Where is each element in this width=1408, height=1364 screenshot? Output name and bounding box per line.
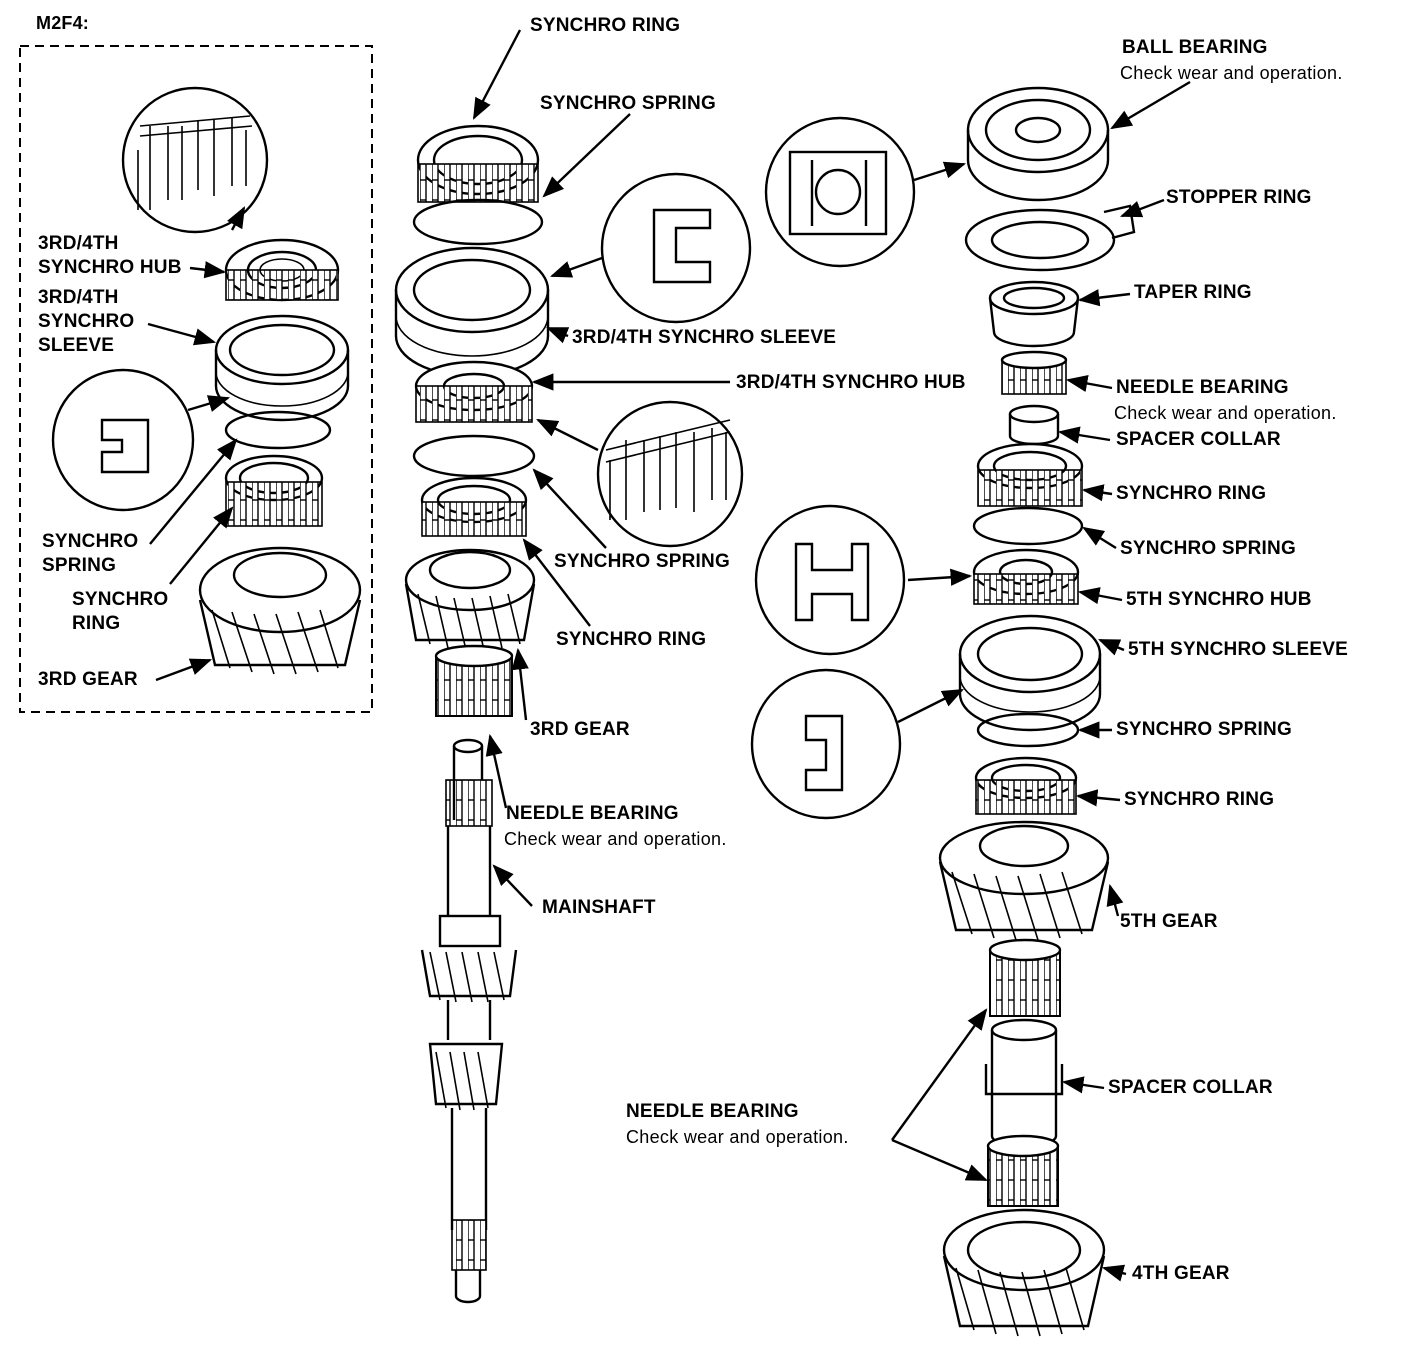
main-synchro-sleeve: [394, 246, 550, 378]
inset-title: M2F4:: [36, 13, 90, 33]
main-needle-bearing: [434, 644, 514, 717]
right-5th-hub-label: 5TH SYNCHRO HUB: [1126, 589, 1312, 610]
right-spacer-collar-low: [984, 1018, 1064, 1148]
main-synchro-ring-top-label: SYNCHRO RING: [530, 15, 681, 36]
right-synchro-ring-top-label: SYNCHRO RING: [1116, 483, 1267, 504]
mainshaft-body: [420, 738, 518, 1304]
right-needle-bearing-low-label: NEEDLE BEARING: [626, 1101, 799, 1122]
main-hub-label: 3RD/4TH SYNCHRO HUB: [736, 372, 966, 393]
right-ball-bearing-note: Check wear and operation.: [1120, 63, 1343, 83]
right-taper-ring-label: TAPER RING: [1134, 282, 1252, 303]
main-3rd-gear: [404, 548, 536, 651]
main-hub-detail-circle: [536, 400, 744, 548]
right-5th-gear: [938, 820, 1110, 941]
inset-synchro-hub: [224, 238, 340, 302]
right-synchro-spring-top: [972, 506, 1084, 546]
right-needle-bearing-mid: [988, 938, 1062, 1017]
inset-sleeve-detail-circle: [51, 368, 231, 512]
inset-3rd-gear: [198, 546, 362, 675]
right-5th-sleeve-label: 5TH SYNCHRO SLEEVE: [1128, 639, 1349, 660]
right-synchro-ring-top: [976, 442, 1084, 507]
inset-m2f4: [19, 45, 373, 713]
right-sleeve-detail-circle: [750, 668, 964, 820]
right-spacer-collar-top-label: SPACER COLLAR: [1116, 429, 1281, 450]
right-synchro-ring-low-label: SYNCHRO RING: [1124, 789, 1275, 810]
right-stopper-ring-label: STOPPER RING: [1166, 187, 1312, 208]
inset-spring-label-1: SYNCHRO: [42, 531, 139, 552]
main-synchro-ring-low-label: SYNCHRO RING: [556, 629, 707, 650]
main-needle-bearing-label: NEEDLE BEARING: [506, 803, 679, 824]
main-synchro-spring-top: [412, 198, 544, 246]
inset-ring-label-1: SYNCHRO: [72, 589, 169, 610]
right-needle-bearing-label: NEEDLE BEARING: [1116, 377, 1289, 398]
right-ball-bearing-label: BALL BEARING: [1122, 37, 1268, 58]
right-stopper-ring: [964, 204, 1136, 272]
main-synchro-ring-low: [420, 476, 528, 537]
right-spacer-collar-top: [1008, 404, 1060, 446]
main-synchro-spring-low: [412, 434, 536, 478]
mainshaft-assembly: [394, 29, 752, 1304]
right-spacer-collar-low-label: SPACER COLLAR: [1108, 1077, 1273, 1098]
countershaft-assembly: [750, 80, 1191, 1337]
inset-gear-label: 3RD GEAR: [38, 669, 138, 690]
right-synchro-spring-top-label: SYNCHRO SPRING: [1120, 538, 1296, 559]
inset-sleeve-label-3: SLEEVE: [38, 335, 115, 356]
inset-hub-detail-circle: [121, 86, 269, 234]
main-needle-bearing-note: Check wear and operation.: [504, 829, 727, 849]
inset-synchro-sleeve: [214, 314, 350, 422]
right-4th-gear-label: 4TH GEAR: [1132, 1263, 1230, 1284]
main-synchro-ring-top: [416, 124, 540, 203]
right-5th-synchro-sleeve: [958, 614, 1102, 732]
right-synchro-spring-low-label: SYNCHRO SPRING: [1116, 719, 1292, 740]
inset-ring-label-2: RING: [72, 613, 121, 634]
inset-sleeve-label-1: 3RD/4TH: [38, 287, 119, 308]
inset-sleeve-label-2: SYNCHRO: [38, 311, 135, 332]
main-synchro-spring-top-label: SYNCHRO SPRING: [540, 93, 716, 114]
main-synchro-spring-low-label: SYNCHRO SPRING: [554, 551, 730, 572]
mainshaft-label: MAINSHAFT: [542, 897, 656, 918]
right-4th-gear: [942, 1208, 1106, 1337]
inset-synchro-ring: [224, 454, 324, 527]
inset-synchro-spring: [224, 410, 332, 450]
right-needle-bearing-top: [1000, 350, 1068, 395]
right-bearing-detail-circle: [764, 116, 967, 268]
right-needle-bearing-low: [986, 1134, 1060, 1207]
main-sleeve-detail-circle: [549, 172, 752, 324]
main-3rd-gear-label: 3RD GEAR: [530, 719, 630, 740]
inset-hub-label-1: 3RD/4TH: [38, 233, 119, 254]
right-5th-synchro-hub: [972, 548, 1080, 605]
inset-hub-label-2: SYNCHRO HUB: [38, 257, 182, 278]
right-ball-bearing: [966, 86, 1110, 202]
right-5th-gear-label: 5TH GEAR: [1120, 911, 1218, 932]
main-sleeve-label: 3RD/4TH SYNCHRO SLEEVE: [572, 327, 837, 348]
main-synchro-hub: [414, 360, 534, 423]
inset-spring-label-2: SPRING: [42, 555, 117, 576]
right-synchro-ring-low: [974, 756, 1078, 815]
right-taper-ring: [988, 280, 1080, 348]
right-needle-bearing-low-note: Check wear and operation.: [626, 1127, 849, 1147]
right-needle-bearing-note: Check wear and operation.: [1114, 403, 1337, 423]
right-hub-detail-circle: [754, 504, 973, 656]
